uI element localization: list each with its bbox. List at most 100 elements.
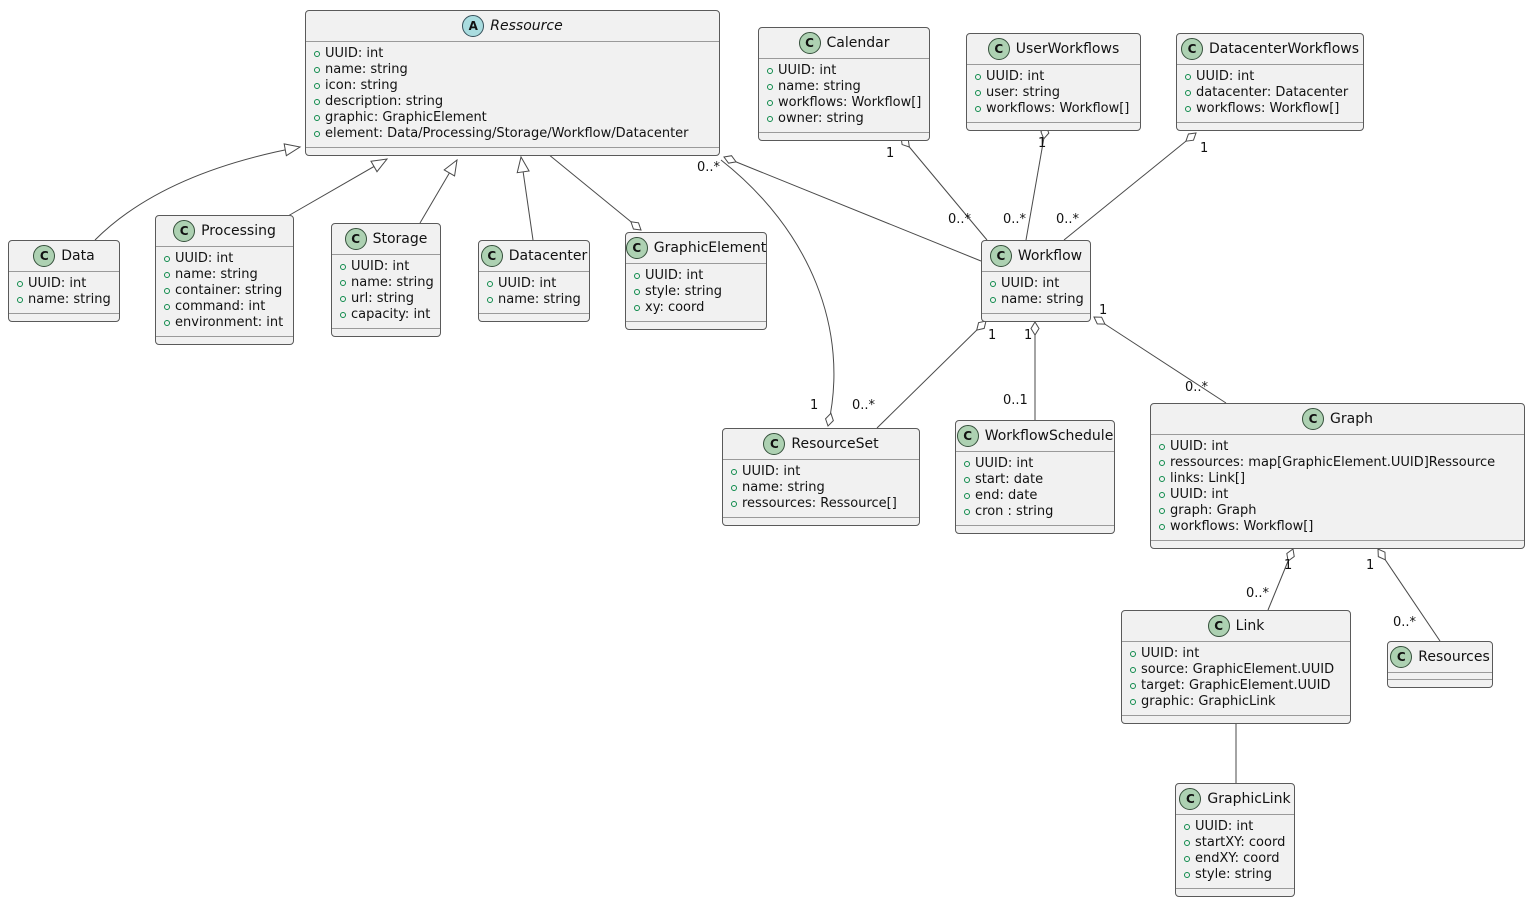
class-attribute: source: GraphicElement.UUID xyxy=(1122,662,1350,678)
multiplicity-label: 0..1 xyxy=(1003,393,1028,408)
class-attribute: icon: string xyxy=(306,78,719,94)
field-visibility-icon xyxy=(314,83,320,89)
attribute-text: workflows: Workflow[] xyxy=(986,101,1130,116)
edge-ressource-graphicelement xyxy=(547,153,642,231)
attribute-text: ressources: Ressource[] xyxy=(742,496,897,511)
field-visibility-icon xyxy=(1184,856,1190,862)
attribute-text: UUID: int xyxy=(498,276,557,291)
attribute-text: cron : string xyxy=(975,504,1054,519)
class-attribute: endXY: coord xyxy=(1176,851,1294,867)
attribute-text: UUID: int xyxy=(1001,276,1060,291)
multiplicity-label: 1 xyxy=(886,146,895,161)
attribute-text: startXY: coord xyxy=(1195,835,1286,850)
field-visibility-icon xyxy=(964,509,970,515)
field-visibility-icon xyxy=(964,477,970,483)
class-attribute: graphic: GraphicLink xyxy=(1122,694,1350,710)
field-visibility-icon xyxy=(1184,824,1190,830)
class-attribute: name: string xyxy=(723,480,919,496)
class-methods-compartment xyxy=(306,147,719,155)
class-methods-compartment xyxy=(479,313,589,321)
class-icon: C xyxy=(625,237,648,259)
class-attribute: name: string xyxy=(759,79,929,95)
class-name: Workflow xyxy=(1017,248,1083,264)
field-visibility-icon xyxy=(340,296,346,302)
edge-workflow-calendar xyxy=(900,136,988,241)
class-header: C GraphicElement xyxy=(625,233,766,263)
attribute-text: UUID: int xyxy=(742,464,801,479)
edge-resourceset-workflow xyxy=(876,320,987,429)
class-name: Resources xyxy=(1418,649,1490,665)
multiplicity-label: 1 xyxy=(810,398,819,413)
class-name: DatacenterWorkflows xyxy=(1208,41,1360,57)
attribute-text: UUID: int xyxy=(28,276,87,291)
field-visibility-icon xyxy=(767,68,773,74)
multiplicity-label: 1 xyxy=(1024,328,1033,343)
attribute-text: name: string xyxy=(351,275,434,290)
class-attribute: url: string xyxy=(332,291,440,307)
class-attribute: name: string xyxy=(9,292,119,308)
field-visibility-icon xyxy=(314,51,320,57)
class-name: Storage xyxy=(372,231,428,247)
multiplicity-label: 1 xyxy=(1366,558,1375,573)
class-attribute: cron : string xyxy=(956,504,1114,520)
field-visibility-icon xyxy=(340,312,346,318)
field-visibility-icon xyxy=(314,67,320,73)
class-methods-compartment xyxy=(723,517,919,525)
attribute-text: datacenter: Datacenter xyxy=(1196,85,1349,100)
attribute-text: UUID: int xyxy=(175,251,234,266)
class-attribute: description: string xyxy=(306,94,719,110)
class-attribute: style: string xyxy=(1176,867,1294,883)
edge-storage-extends-ressource xyxy=(419,158,458,224)
field-visibility-icon xyxy=(1184,840,1190,846)
class-methods-compartment xyxy=(9,313,119,321)
edge-resources-graph xyxy=(1377,548,1441,642)
class-icon: C xyxy=(344,228,367,250)
class-attribute: UUID: int xyxy=(759,63,929,79)
class-attribute: UUID: int xyxy=(1151,487,1524,503)
field-visibility-icon xyxy=(1159,524,1165,530)
multiplicity-label: 0..* xyxy=(852,398,876,413)
class-header: C UserWorkflows xyxy=(967,34,1140,64)
multiplicity-label: 0..* xyxy=(1003,212,1027,227)
attribute-text: icon: string xyxy=(325,78,398,93)
attribute-text: environment: int xyxy=(175,315,284,330)
attribute-text: target: GraphicElement.UUID xyxy=(1141,678,1331,693)
class-attribute: name: string xyxy=(479,292,589,308)
class-attribute: UUID: int xyxy=(479,276,589,292)
class-methods-compartment xyxy=(956,525,1114,533)
class-icon: C xyxy=(763,433,786,455)
field-visibility-icon xyxy=(975,106,981,112)
class-attribute: graph: Graph xyxy=(1151,503,1524,519)
class-attribute: owner: string xyxy=(759,111,929,127)
attribute-text: UUID: int xyxy=(645,268,704,283)
attribute-text: workflows: Workflow[] xyxy=(1170,519,1314,534)
class-header: C GraphicLink xyxy=(1176,784,1294,814)
class-header: C Data xyxy=(9,241,119,271)
attribute-text: workflows: Workflow[] xyxy=(778,95,922,110)
attribute-text: source: GraphicElement.UUID xyxy=(1141,662,1335,677)
field-visibility-icon xyxy=(314,115,320,121)
class-attribute: UUID: int xyxy=(1177,69,1363,85)
class-attribute: UUID: int xyxy=(332,259,440,275)
attribute-text: UUID: int xyxy=(986,69,1045,84)
attribute-text: UUID: int xyxy=(975,456,1034,471)
class-attribute: UUID: int xyxy=(626,268,766,284)
field-visibility-icon xyxy=(990,281,996,287)
class-name: Data xyxy=(61,248,95,264)
class-icon: C xyxy=(1207,615,1230,637)
attribute-text: url: string xyxy=(351,291,415,306)
attribute-text: graphic: GraphicElement xyxy=(325,110,487,125)
multiplicity-label: 0..* xyxy=(1393,615,1417,630)
attribute-text: name: string xyxy=(325,62,408,77)
multiplicity-label: 0..* xyxy=(1185,380,1209,395)
class-name: Graph xyxy=(1330,411,1373,427)
field-visibility-icon xyxy=(314,131,320,137)
